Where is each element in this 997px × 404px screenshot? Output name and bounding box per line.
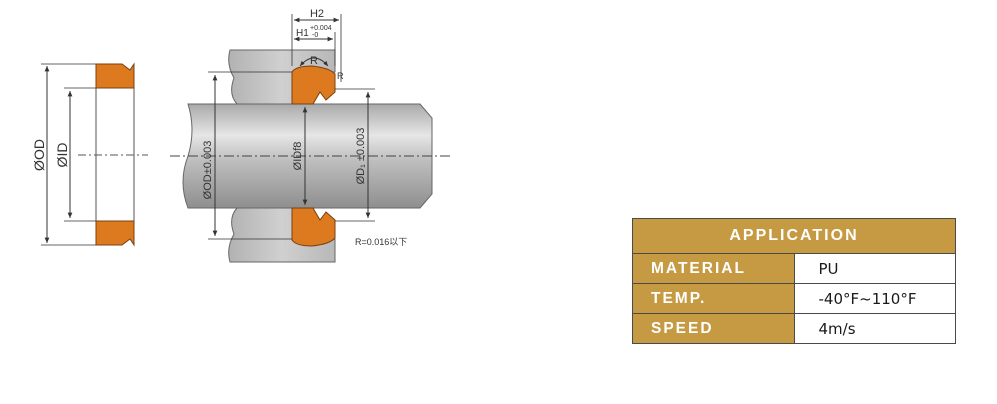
h2-label: H2 <box>310 8 324 20</box>
seal-profile-bottom <box>95 220 135 247</box>
seal-installed-top <box>291 65 336 105</box>
temp-label: TEMP. <box>632 283 795 314</box>
table-row: SPEED 4m/s <box>632 313 956 344</box>
table-row: MATERIAL PU <box>632 253 956 284</box>
speed-label: SPEED <box>632 313 795 344</box>
table-header-row: APPLICATION <box>632 218 956 254</box>
seal-profile-top <box>95 62 135 89</box>
r-note: R=0.016以下 <box>355 237 407 247</box>
table-header: APPLICATION <box>632 218 956 254</box>
od-label: ØOD <box>31 139 47 171</box>
installed-assembly: ØOD±0.003 ØIDf8 ØD₁ ±0.003 H2 H1 +0.004 … <box>170 8 450 263</box>
h1-label: H1 <box>296 28 309 39</box>
temp-value: -40°F~110°F <box>793 283 956 314</box>
r-label: R <box>310 55 318 67</box>
speed-value: 4m/s <box>793 313 956 344</box>
material-value: PU <box>793 253 956 284</box>
table-row: TEMP. -40°F~110°F <box>632 283 956 314</box>
id-rod-label: ØIDf8 <box>292 142 304 171</box>
id-label: ØID <box>54 143 70 168</box>
r-small-label: R <box>337 71 344 81</box>
od-tol-label: ØOD±0.003 <box>202 141 214 200</box>
seal-installed-bottom <box>291 207 336 247</box>
d1-label: ØD₁ ±0.003 <box>355 128 367 185</box>
material-label: MATERIAL <box>632 253 795 284</box>
h1-tol-lower: -0 <box>312 32 318 39</box>
r-arc <box>299 57 329 67</box>
application-table: APPLICATION MATERIAL PU TEMP. -40°F~110°… <box>632 218 956 344</box>
h1-tol-upper: +0.004 <box>310 25 332 32</box>
seal-cross-section: ØOD ØID <box>31 62 148 247</box>
